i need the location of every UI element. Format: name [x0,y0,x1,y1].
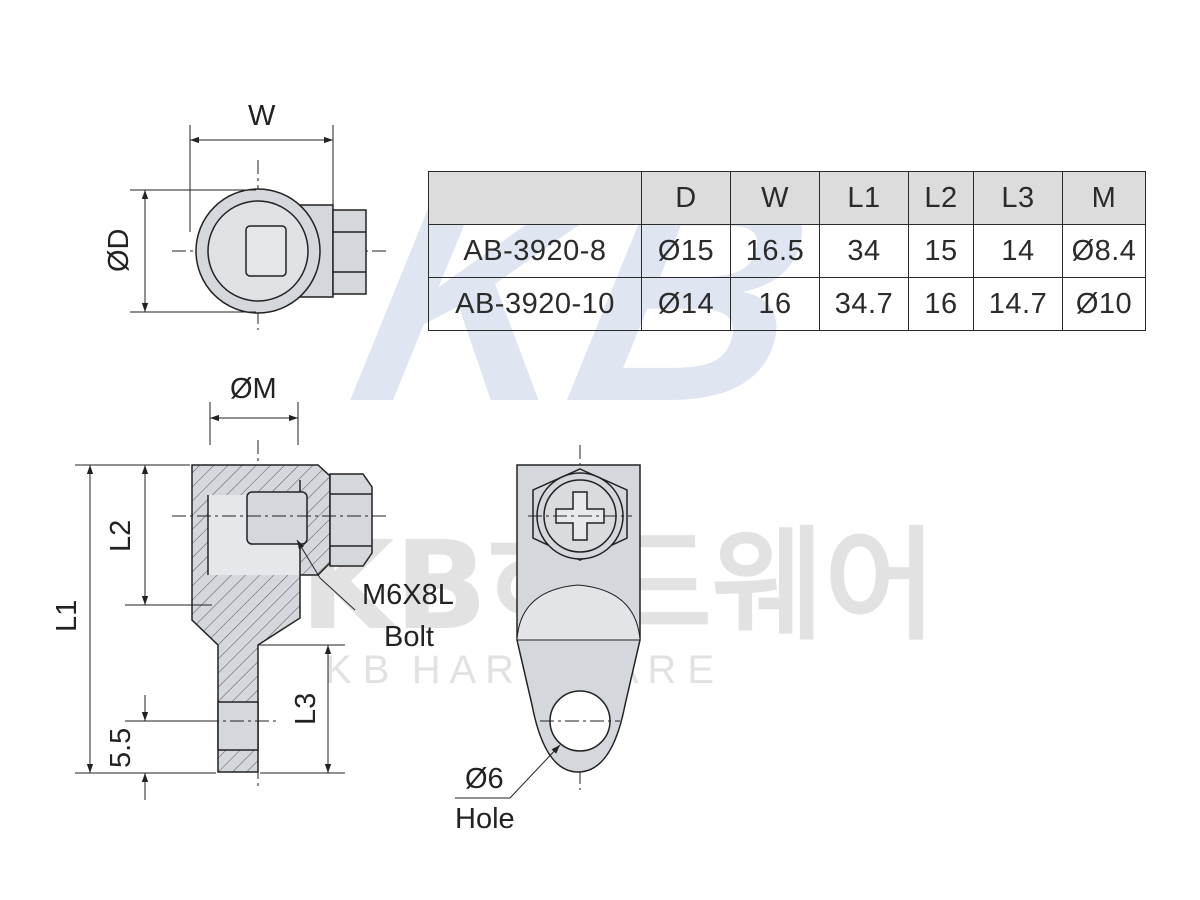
cell-l3: 14.7 [973,277,1063,331]
cell-model: AB-3920-10 [428,277,642,331]
section-view [75,402,390,800]
dim-l3-label: L3 [290,693,322,725]
cell-l2: 15 [908,224,974,278]
header-d: D [641,171,731,225]
cell-l1: 34 [819,224,909,278]
bolt-label: Bolt [384,621,434,653]
cell-m: Ø8.4 [1062,224,1146,278]
table-header-row: D W L1 L2 L3 M [428,171,1146,225]
dim-l2-label: L2 [105,520,137,552]
cell-l2: 16 [908,277,974,331]
cell-model: AB-3920-8 [428,224,642,278]
hole-size-label: Ø6 [465,763,504,795]
table-row: AB-3920-10 Ø14 16 34.7 16 14.7 Ø10 [428,277,1146,331]
dim-m-label: ØM [230,373,277,405]
watermark-subtitle: K B H A R D W A R E [325,648,714,692]
header-w: W [730,171,820,225]
header-m: M [1062,171,1146,225]
dim-l1-label: L1 [51,600,83,632]
dim-offset-label: 5.5 [105,728,137,768]
cell-d: Ø15 [641,224,731,278]
table-row: AB-3920-8 Ø15 16.5 34 15 14 Ø8.4 [428,224,1146,278]
dim-d-label: ØD [103,229,135,273]
header-l1: L1 [819,171,909,225]
header-model [428,171,642,225]
cell-w: 16.5 [730,224,820,278]
header-l3: L3 [973,171,1063,225]
hole-label: Hole [455,803,515,835]
top-view [130,125,390,330]
cell-l1: 34.7 [819,277,909,331]
front-view [455,445,641,799]
cell-m: Ø10 [1062,277,1146,331]
cell-l3: 14 [973,224,1063,278]
bolt-size-label: M6X8L [362,579,454,611]
header-l2: L2 [908,171,974,225]
dim-w-label: W [248,100,276,132]
cell-w: 16 [730,277,820,331]
spec-table: D W L1 L2 L3 M AB-3920-8 Ø15 16.5 34 15 … [428,171,1146,331]
cell-d: Ø14 [641,277,731,331]
